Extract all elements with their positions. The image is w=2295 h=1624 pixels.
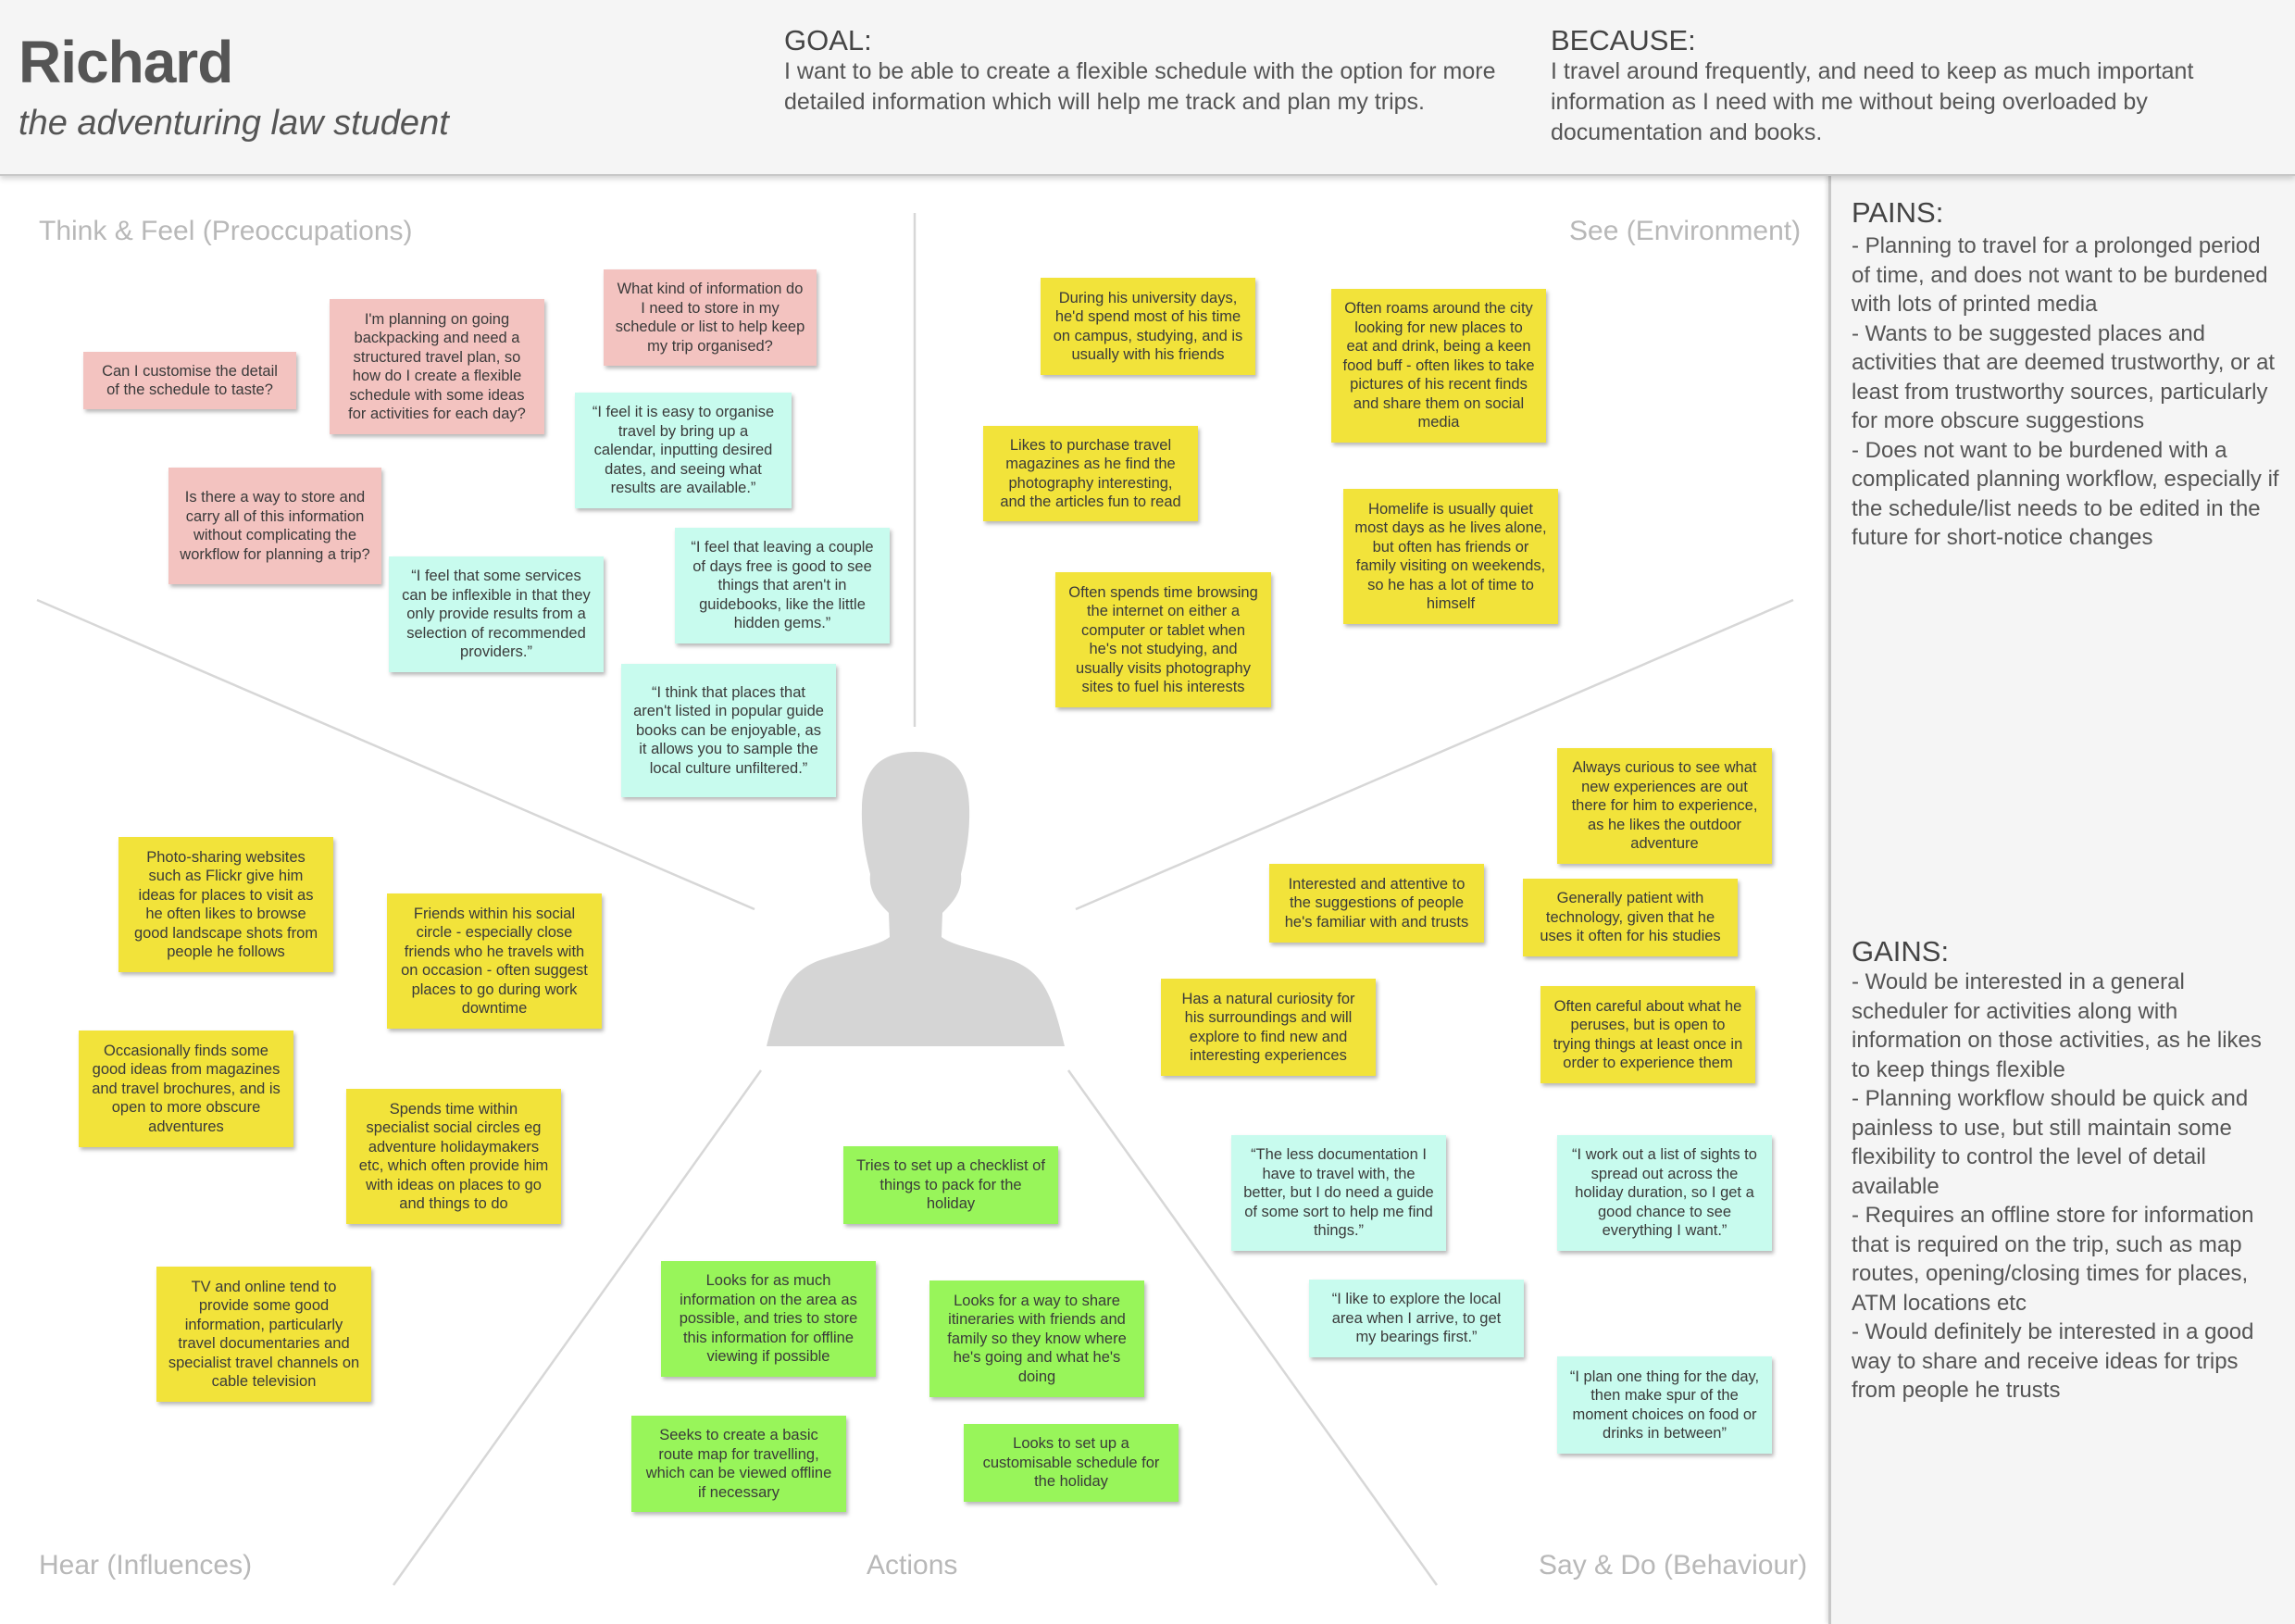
section-label-see: See (Environment) [1569, 216, 1802, 246]
pains-item: - Planning to travel for a prolonged per… [1852, 233, 2268, 317]
goal-heading: GOAL: [784, 24, 872, 56]
pains-item: - Wants to be suggested places and activ… [1852, 320, 2276, 434]
gains-item: - Planning workflow should be quick and … [1852, 1086, 2249, 1199]
say-do-note: “I plan one thing for the day, then make… [1557, 1356, 1772, 1454]
think-note: Can I customise the detail of the schedu… [83, 352, 296, 409]
pains-list: - Planning to travel for a prolonged per… [1852, 231, 2279, 553]
see-note: Likes to purchase travel magazines as he… [983, 426, 1198, 521]
say-do-note: Often careful about what he peruses, but… [1540, 986, 1755, 1083]
say-do-note: Generally patient with technology, given… [1523, 879, 1738, 956]
because-text: I travel around frequently, and need to … [1551, 58, 2194, 145]
see-note: During his university days, he'd spend m… [1041, 278, 1255, 375]
hear-note: Occasionally finds some good ideas from … [79, 1031, 293, 1147]
say-do-note: “I work out a list of sights to spread o… [1557, 1135, 1772, 1251]
see-note: Homelife is usually quiet most days as h… [1343, 489, 1558, 624]
say-do-note: “I like to explore the local area when I… [1309, 1280, 1524, 1357]
person-silhouette-icon [767, 752, 1065, 1046]
think-note: I'm planning on going backpacking and ne… [330, 299, 544, 434]
section-label-hear: Hear (Influences) [39, 1550, 253, 1580]
divider-upper-right [1075, 598, 1794, 911]
divider-lower-left [392, 1069, 763, 1586]
think-note: “I feel it is easy to organise travel by… [575, 393, 792, 508]
because-heading: BECAUSE: [1551, 24, 1696, 56]
say-do-note: “The less documentation I have to travel… [1231, 1135, 1446, 1251]
gains-item: - Requires an offline store for informat… [1852, 1203, 2254, 1316]
actions-note: Looks for as much information on the are… [661, 1261, 876, 1377]
actions-note: Looks to set up a customisable schedule … [964, 1424, 1179, 1502]
think-note: What kind of information do I need to st… [604, 269, 817, 366]
hear-note: Spends time within specialist social cir… [346, 1089, 561, 1224]
actions-note: Looks for a way to share itineraries wit… [929, 1280, 1144, 1397]
see-note: Often roams around the city looking for … [1331, 289, 1546, 443]
gains-list: - Would be interested in a general sched… [1852, 968, 2279, 1405]
actions-note: Seeks to create a basic route map for tr… [631, 1416, 846, 1512]
think-note: “I think that places that aren't listed … [621, 664, 836, 797]
hear-note: Friends within his social circle - espec… [387, 893, 602, 1029]
say-do-note: Has a natural curiosity for his surround… [1161, 979, 1376, 1076]
goal-text: I want to be able to create a flexible s… [784, 58, 1496, 115]
section-label-actions: Actions [867, 1550, 958, 1580]
persona-subtitle: the adventuring law student [19, 104, 449, 143]
hear-note: TV and online tend to provide some good … [156, 1267, 371, 1402]
think-note: “I feel that leaving a couple of days fr… [675, 528, 890, 643]
say-do-note: Interested and attentive to the suggesti… [1269, 864, 1484, 943]
persona-name: Richard [19, 29, 233, 95]
hear-note: Photo-sharing websites such as Flickr gi… [118, 837, 333, 972]
think-note: Is there a way to store and carry all of… [168, 468, 381, 584]
gains-heading: GAINS: [1852, 935, 1950, 968]
actions-note: Tries to set up a checklist of things to… [843, 1146, 1058, 1224]
pains-heading: PAINS: [1852, 196, 1944, 229]
think-note: “I feel that some services can be inflex… [389, 556, 604, 672]
divider-lower-right [1066, 1069, 1439, 1586]
pains-gains-panel [1828, 174, 2295, 1624]
persona-header: Richard the adventuring law student GOAL… [0, 0, 2295, 176]
section-label-say-do: Say & Do (Behaviour) [1539, 1550, 1808, 1580]
see-note: Often spends time browsing the internet … [1055, 572, 1271, 707]
gains-item: - Would definitely be interested in a go… [1852, 1319, 2254, 1403]
say-do-note: Always curious to see what new experienc… [1557, 748, 1772, 864]
gains-item: - Would be interested in a general sched… [1852, 969, 2262, 1082]
pains-item: - Does not want to be burdened with a co… [1852, 437, 2279, 551]
empathy-map-dividers [36, 213, 1794, 1586]
section-label-think-feel: Think & Feel (Preoccupations) [39, 216, 413, 246]
divider-upper-left [36, 598, 755, 911]
